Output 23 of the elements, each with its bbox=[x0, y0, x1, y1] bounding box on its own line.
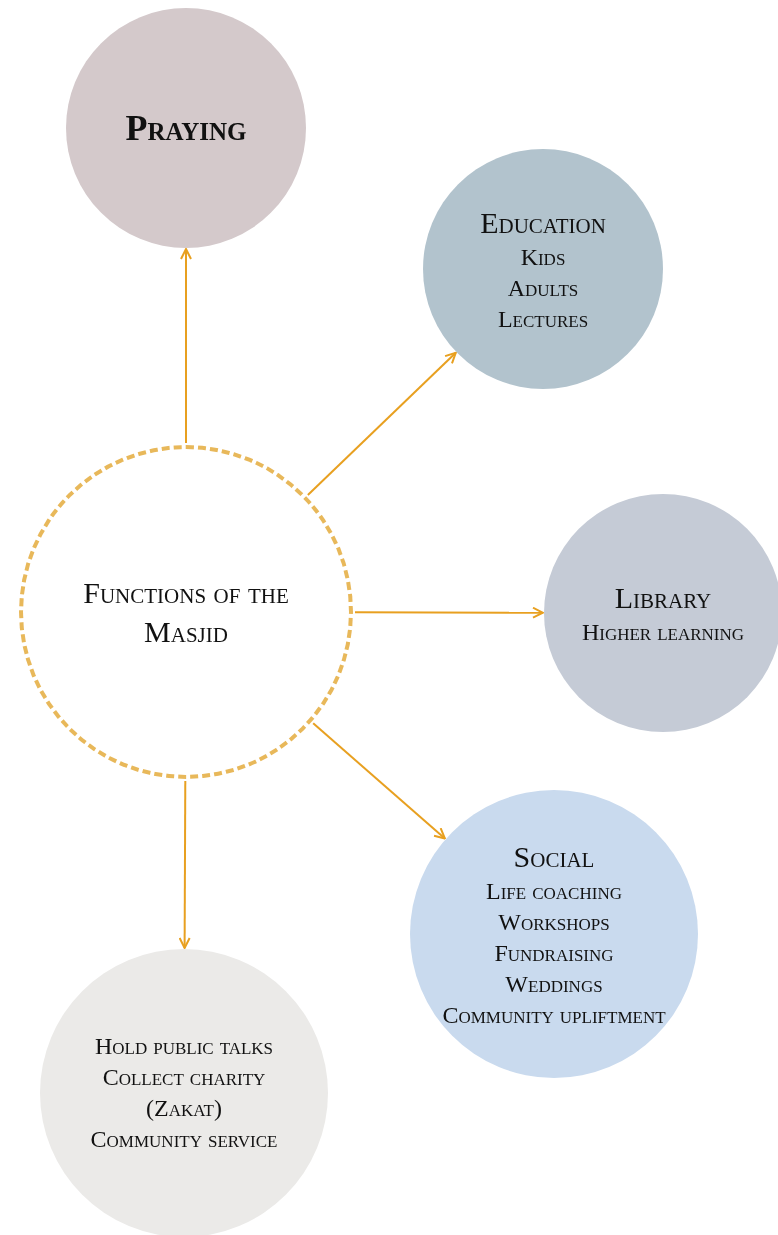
circle-item: Adults bbox=[507, 273, 579, 303]
circle-item: Community service bbox=[90, 1125, 278, 1155]
circle-item: Weddings bbox=[505, 970, 603, 1000]
arrow bbox=[178, 780, 191, 949]
circle-label: Functions of the Masjid bbox=[82, 575, 290, 650]
circle-item: Workshops bbox=[498, 907, 610, 937]
circle-item: Life coaching bbox=[486, 876, 622, 906]
circle-item: Fundraising bbox=[494, 938, 614, 968]
arrow bbox=[180, 248, 192, 444]
arrow bbox=[312, 722, 446, 840]
circle-heading: Social bbox=[513, 838, 595, 875]
circle-heading: Education bbox=[480, 204, 606, 241]
circle-item: Higher learning bbox=[581, 617, 745, 647]
arrow bbox=[354, 606, 544, 619]
circle-item: Collect charity (Zakat) bbox=[101, 1062, 267, 1123]
circle-label: Praying bbox=[125, 106, 247, 150]
circle-item: Hold public talks bbox=[94, 1031, 274, 1061]
circle-heading: Library bbox=[614, 579, 712, 616]
circle-item: Lectures bbox=[497, 305, 589, 335]
central-circle bbox=[19, 445, 353, 779]
circle-item: Community upliftment bbox=[442, 1001, 666, 1031]
circle-item: Kids bbox=[520, 242, 566, 272]
arrow bbox=[306, 351, 457, 496]
